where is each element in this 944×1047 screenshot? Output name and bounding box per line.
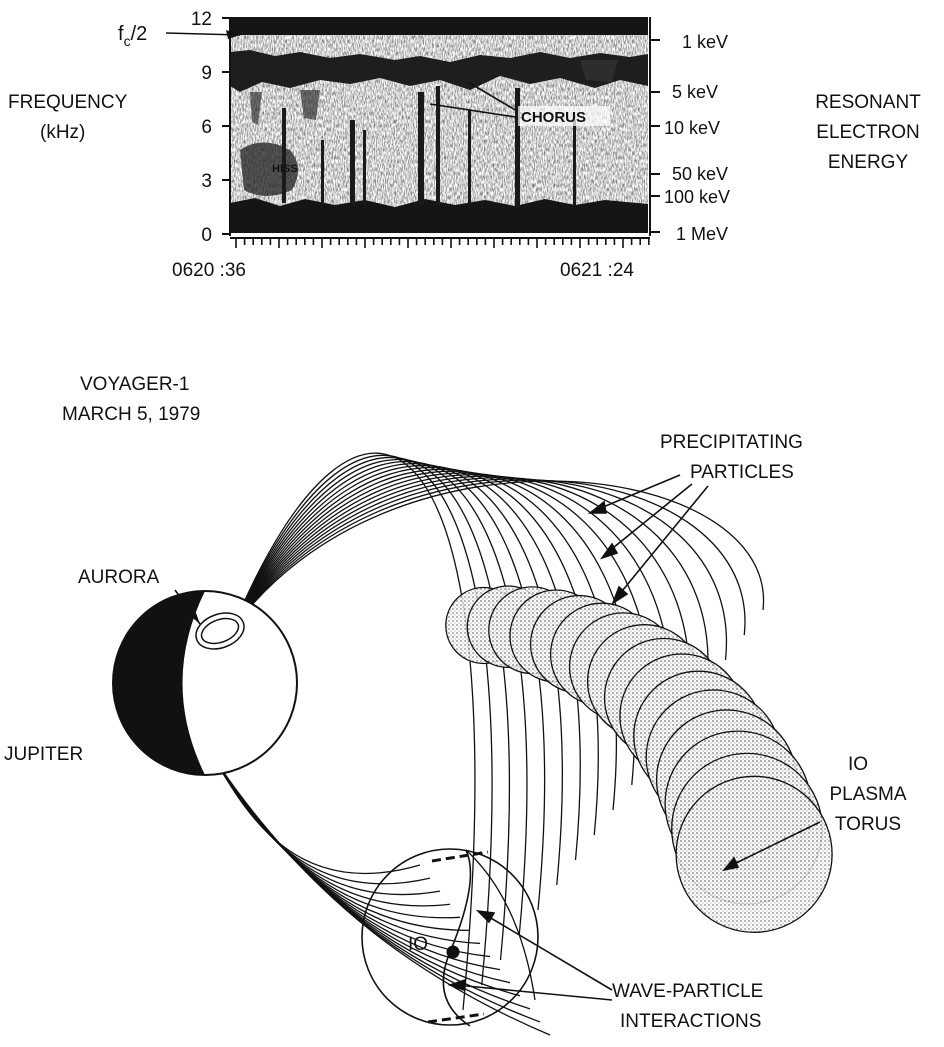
- field-line-lower: [215, 760, 450, 906]
- y-axis-label-2: (kHz): [40, 122, 85, 143]
- y-tick-6: 6: [201, 117, 212, 138]
- energy-label-1: RESONANT: [815, 92, 921, 113]
- time-end: 0621 :24: [560, 260, 634, 281]
- energy-tick-50kev: 50 keV: [672, 164, 728, 184]
- torus-label-3: TORUS: [835, 814, 901, 835]
- spectrogram-panel: CHORUS HISS 12 9 6 3 0 fc/2 FREQUENCY (k…: [8, 9, 921, 281]
- y-axis-label-1: FREQUENCY: [8, 92, 128, 113]
- y-tick-9: 9: [201, 63, 212, 84]
- field-line-lower: [215, 760, 500, 970]
- energy-tick-1kev: 1 keV: [682, 32, 728, 52]
- hiss-label: HISS: [272, 163, 298, 175]
- magnetosphere-diagram: VOYAGER-1 MARCH 5, 1979 IO AURORA: [4, 374, 907, 1035]
- torus-label-1: IO: [848, 754, 868, 775]
- aurora-label: AURORA: [78, 567, 160, 588]
- y-ticks: [222, 18, 230, 234]
- fc-label: fc/2: [118, 23, 147, 49]
- y-tick-3: 3: [201, 171, 212, 192]
- energy-tick-1mev: 1 MeV: [676, 224, 728, 244]
- precipitating-label-2: PARTICLES: [690, 462, 794, 483]
- energy-label-2: ELECTRON: [816, 122, 919, 143]
- jupiter-planet: [113, 591, 297, 775]
- jupiter-label: JUPITER: [4, 744, 83, 765]
- precipitating-label-1: PRECIPITATING: [660, 432, 803, 453]
- time-ticks: [236, 238, 649, 248]
- io-plasma-torus: [446, 586, 832, 932]
- field-line-lower: [215, 760, 420, 874]
- wave-label-1: WAVE-PARTICLE: [612, 981, 763, 1002]
- energy-tick-5kev: 5 keV: [672, 82, 718, 102]
- energy-label-3: ENERGY: [828, 152, 909, 173]
- field-line-lower: [215, 760, 540, 1022]
- io-moon: [447, 946, 460, 959]
- y-tick-12: 12: [191, 9, 212, 30]
- energy-tick-100kev: 100 keV: [664, 187, 730, 207]
- chorus-label: CHORUS: [521, 109, 586, 126]
- time-start: 0620 :36: [172, 260, 246, 281]
- wave-label-2: INTERACTIONS: [620, 1011, 761, 1032]
- torus-label-2: PLASMA: [829, 784, 906, 805]
- io-label: IO: [408, 934, 428, 955]
- energy-ticks: [650, 40, 660, 232]
- wave-arrows: [450, 911, 612, 1000]
- mission-date: MARCH 5, 1979: [62, 404, 200, 425]
- field-line-lower: [215, 760, 480, 943]
- y-tick-0: 0: [201, 225, 212, 246]
- mission-name: VOYAGER-1: [80, 374, 189, 395]
- energy-tick-10kev: 10 keV: [664, 118, 720, 138]
